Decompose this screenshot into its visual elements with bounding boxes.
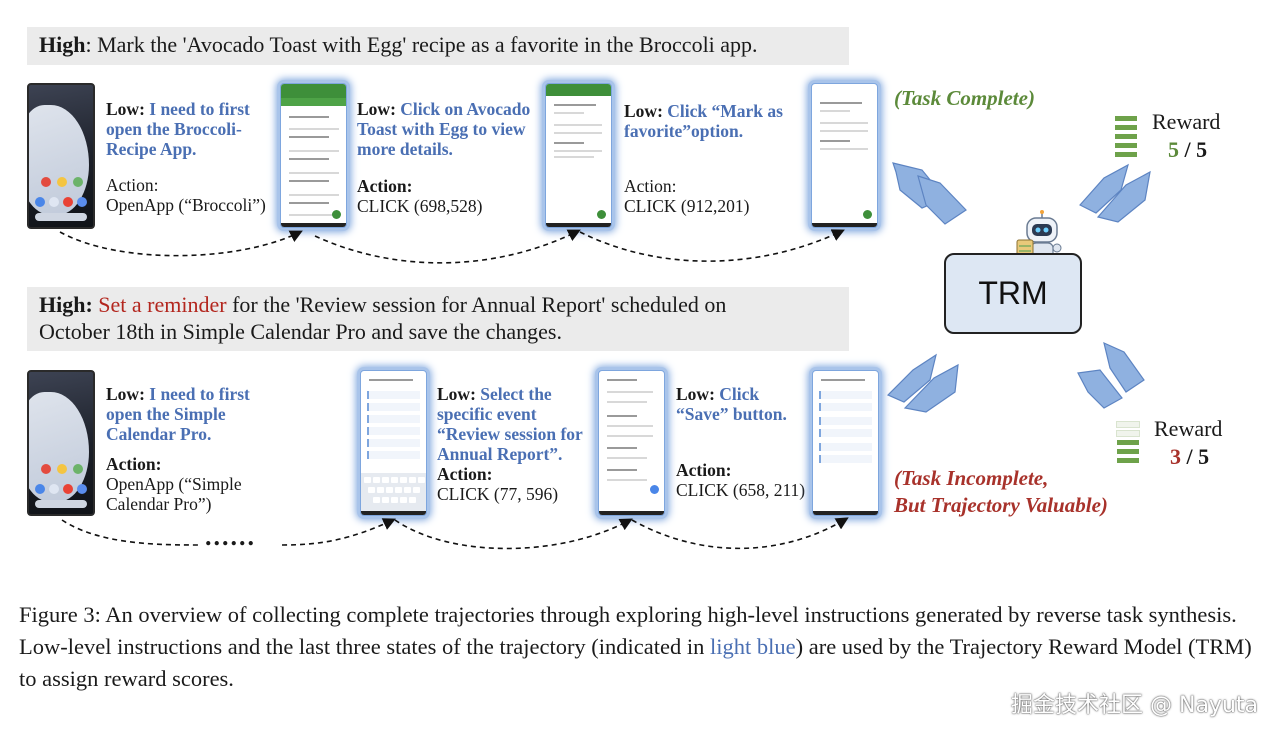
row2-step1-text: Low: I need to first open the Simple Cal… xyxy=(106,384,250,444)
trm-box: TRM xyxy=(944,253,1082,334)
reward5-bars xyxy=(1115,116,1137,161)
row2-step3-action: Action:CLICK (658, 211) xyxy=(676,460,806,500)
row1-step2-text: Low: Click on Avocado Toast with Egg to … xyxy=(357,99,531,159)
reward3-bars xyxy=(1116,421,1140,467)
row2-ellipsis: ...... xyxy=(205,522,256,551)
row2-status: (Task Incomplete,But Trajectory Valuable… xyxy=(894,466,1108,517)
row1-high-instruction: High: Mark the 'Avocado Toast with Egg' … xyxy=(27,27,849,65)
row2-chevron-a xyxy=(886,353,937,403)
watermark: 掘金技术社区 @ Nayuta xyxy=(1011,693,1258,718)
row2-high-text-2: October 18th in Simple Calendar Pro and … xyxy=(39,319,562,344)
row2-step2-text: Low: Select the specific event “Review s… xyxy=(437,384,583,464)
figure-caption: Figure 3: An overview of collecting comp… xyxy=(19,602,1252,691)
row1-step1-action: Action:OpenApp (“Broccoli”) xyxy=(106,175,266,215)
row2-phone-home xyxy=(27,370,95,516)
row1-step2-action: Action:CLICK (698,528) xyxy=(357,176,483,216)
row1-high-text: : Mark the 'Avocado Toast with Egg' reci… xyxy=(85,32,758,57)
reward5-chevron-a xyxy=(1079,163,1129,214)
row2-connector-4 xyxy=(631,517,849,550)
row2-connector-3 xyxy=(394,518,633,550)
reward3-chevron-a xyxy=(1077,369,1123,409)
row1-high-label: High xyxy=(39,32,86,57)
row2-high-highlight: Set a reminder xyxy=(98,292,227,317)
row2-phone-calendar-result xyxy=(812,370,879,516)
reward5-label: Reward xyxy=(1152,109,1221,134)
row1-phone-recipe-detail xyxy=(545,83,612,228)
row2-connector-2 xyxy=(281,518,396,546)
row2-connector-1 xyxy=(61,519,201,546)
reward3-value: 3 / 5 xyxy=(1170,444,1210,469)
row1-phone-recipe-list xyxy=(280,83,347,228)
row2-step2-action: Action:CLICK (77, 596) xyxy=(437,464,559,504)
row2-phone-calendar-search xyxy=(360,370,427,516)
row1-phone-home xyxy=(27,83,95,229)
row2-step1-action: Action:OpenApp (“Simple Calendar Pro”) xyxy=(106,454,242,514)
row2-high-instruction: High: Set a reminder for the 'Review ses… xyxy=(27,287,849,351)
row1-step3-action: Action:CLICK (912,201) xyxy=(624,176,750,216)
row2-step3-text: Low: Click “Save” button. xyxy=(676,384,787,424)
row1-connector-3 xyxy=(579,229,845,262)
row2-high-text-1: for the 'Review session for Annual Repor… xyxy=(226,292,727,317)
row1-step1-text: Low: I need to first open the Broccoli-R… xyxy=(106,99,250,159)
row2-high-label: High xyxy=(39,292,86,317)
row1-connector-2 xyxy=(314,229,581,264)
row1-phone-favorited xyxy=(811,83,878,228)
reward3-chevron-b xyxy=(1103,341,1145,393)
reward5-chevron-b xyxy=(1096,170,1151,223)
row1-chevron-b xyxy=(917,175,967,225)
row2-phone-edit-event xyxy=(598,370,665,516)
reward5-value: 5 / 5 xyxy=(1168,137,1208,162)
row1-connector-1 xyxy=(59,230,303,257)
row1-step3-text: Low: Click “Mark as favorite”option. xyxy=(624,101,783,141)
reward3-label: Reward xyxy=(1154,416,1223,441)
row1-status: (Task Complete) xyxy=(894,86,1035,110)
row2-chevron-b xyxy=(903,363,959,413)
